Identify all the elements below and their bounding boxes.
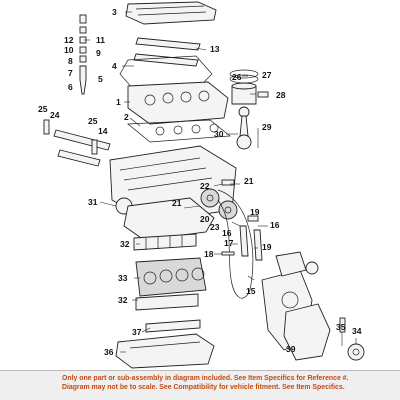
leader-lines [84,11,357,353]
disclaimer-line-1: Only one part or sub-assembly in diagram… [62,375,349,382]
callout-37: 37 [132,327,142,337]
callout-16-left: 16 [222,228,232,238]
callout-4: 4 [112,61,117,71]
callout-30: 30 [214,129,224,139]
water-pump [275,251,319,277]
callout-5: 5 [98,74,103,84]
callout-32-lower: 32 [118,295,128,305]
valve-train-parts [79,14,87,95]
callout-17: 17 [224,238,234,248]
callout-21-top: 21 [244,176,254,186]
callout-26: 26 [232,72,242,82]
exploded-view: 3 12 11 10 9 8 13 7 5 6 4 27 26 28 1 2 2… [38,1,365,369]
cylinder-head [127,81,229,125]
cam-sprockets [200,179,238,220]
guide-bolts [221,251,235,256]
callout-25-left: 25 [38,104,48,114]
crankshaft [135,257,207,297]
connecting-rod [236,106,252,150]
callout-31: 31 [88,197,98,207]
callout-18: 18 [204,249,214,259]
callout-27: 27 [262,70,272,80]
oil-pan [115,333,215,369]
callout-7: 7 [68,68,73,78]
footer-disclaimer: Only one part or sub-assembly in diagram… [0,370,400,400]
disclaimer-line-2: Diagram may not be to scale. See Compati… [62,384,345,391]
callout-33: 33 [118,273,128,283]
callout-12: 12 [64,35,74,45]
callout-labels: 3 12 11 10 9 8 13 7 5 6 4 27 26 28 1 2 2… [38,7,362,357]
pistons-rings [229,69,269,105]
callout-11: 11 [96,35,105,45]
callout-19-top: 19 [250,207,260,217]
callout-25-right: 25 [88,116,98,126]
timing-chain [217,189,263,299]
callout-36: 36 [104,347,114,357]
balancer-pulley [339,317,365,361]
callout-39: 39 [286,344,296,354]
callout-3: 3 [112,7,117,17]
callout-15: 15 [246,286,256,296]
callout-21-mid: 21 [172,198,182,208]
cam-cover [125,1,217,25]
fuel-rail-sensors [43,119,111,167]
bolt-row [145,319,201,333]
callout-32-upper: 32 [120,239,130,249]
callout-29: 29 [262,122,272,132]
bearings-lower [135,293,199,311]
callout-28: 28 [276,90,286,100]
bedplate [123,197,215,241]
callout-16-right: 16 [270,220,280,230]
callout-8: 8 [68,56,73,66]
callout-22: 22 [200,181,210,191]
callout-13: 13 [210,44,220,54]
callout-14: 14 [98,126,108,136]
head-gasket [127,119,231,143]
callout-23: 23 [210,222,220,232]
callout-6: 6 [68,82,73,92]
callout-19-mid: 19 [262,242,272,252]
callout-24: 24 [50,110,60,120]
callout-20: 20 [200,214,210,224]
bearings-upper [133,233,197,251]
camshafts [133,37,201,67]
callout-34: 34 [352,326,362,336]
front-cover [283,303,331,361]
callout-10: 10 [64,45,74,55]
callout-9: 9 [96,48,101,58]
callout-35: 35 [336,322,346,332]
callout-1: 1 [116,97,121,107]
callout-2: 2 [124,112,129,122]
